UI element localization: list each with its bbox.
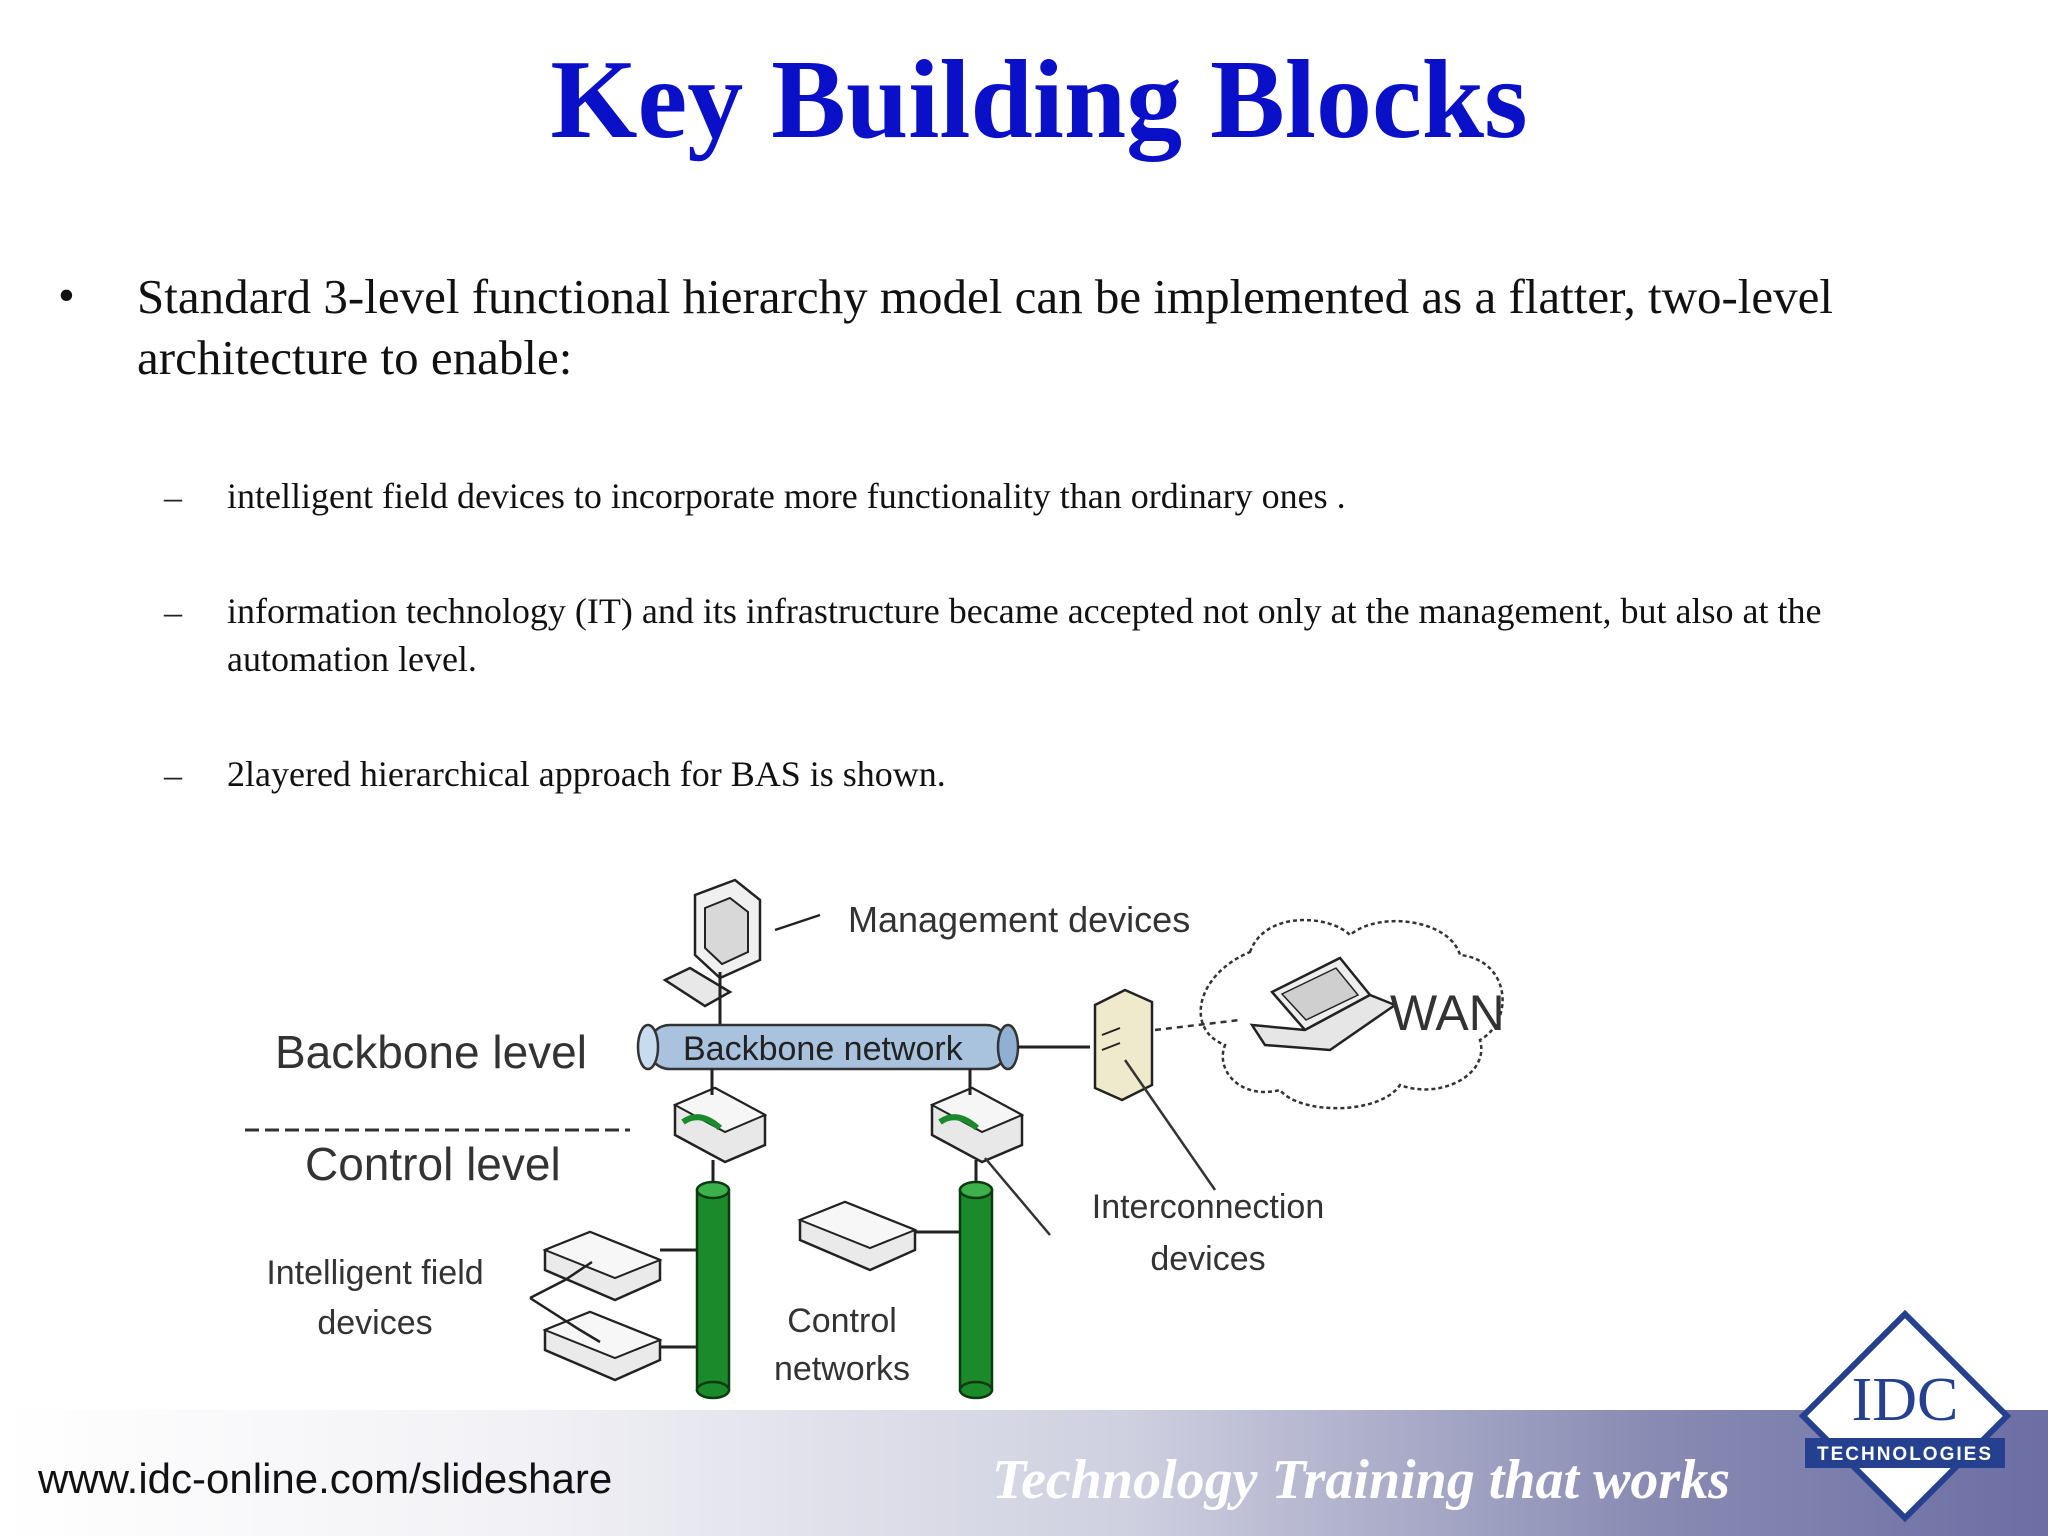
logo-sub-text: TECHNOLOGIES bbox=[1817, 1444, 1993, 1465]
dash-marker: – bbox=[164, 755, 182, 795]
field-device-icon bbox=[542, 1310, 663, 1382]
sub-point-2: information technology (IT) and its infr… bbox=[227, 591, 1822, 679]
router-icon bbox=[929, 1086, 1025, 1164]
main-bullet-text: Standard 3-level functional hierarchy mo… bbox=[137, 269, 1834, 385]
interconnection-label-2: devices bbox=[1150, 1240, 1265, 1278]
logo-main-text: IDC bbox=[1852, 1366, 1959, 1434]
computer-icon bbox=[662, 878, 821, 1025]
wan-label: WAN bbox=[1390, 985, 1505, 1041]
bullet-marker: • bbox=[58, 269, 75, 322]
slide-title: Key Building Blocks bbox=[550, 38, 1528, 162]
control-network-pipe bbox=[958, 1180, 994, 1400]
interconnection-label: Interconnection bbox=[1092, 1188, 1325, 1226]
control-device-icon bbox=[797, 1200, 918, 1272]
footer-band bbox=[0, 1410, 2048, 1536]
footer-url[interactable]: www.idc-online.com/slideshare bbox=[38, 1455, 613, 1502]
control-networks-label-2: networks bbox=[774, 1350, 910, 1388]
backbone-network-label: Backbone network bbox=[683, 1030, 964, 1068]
intelligent-field-label-2: devices bbox=[317, 1304, 432, 1342]
laptop-icon bbox=[1249, 956, 1398, 1052]
sub-point-3: 2layered hierarchical approach for BAS i… bbox=[227, 754, 946, 794]
management-devices-label: Management devices bbox=[848, 899, 1190, 940]
server-icon bbox=[1093, 988, 1154, 1102]
backbone-network-pipe bbox=[636, 1023, 1020, 1071]
intelligent-field-label: Intelligent field bbox=[266, 1254, 483, 1292]
field-device-icon bbox=[542, 1230, 663, 1302]
control-network-pipe bbox=[695, 1180, 731, 1400]
control-level-label: Control level bbox=[305, 1138, 561, 1190]
bas-hierarchy-diagram: Management devices WAN Backbone level Co… bbox=[245, 878, 1505, 1400]
sub-point-1: intelligent field devices to incorporate… bbox=[227, 476, 1346, 516]
router-icon bbox=[672, 1086, 768, 1164]
backbone-level-label: Backbone level bbox=[275, 1026, 587, 1078]
idc-logo: IDC TECHNOLOGIES bbox=[1798, 1310, 2012, 1523]
footer-tagline: Technology Training that works bbox=[992, 1449, 1731, 1511]
control-networks-label: Control bbox=[787, 1302, 897, 1340]
dash-marker: – bbox=[164, 477, 182, 517]
dash-marker: – bbox=[164, 592, 182, 632]
